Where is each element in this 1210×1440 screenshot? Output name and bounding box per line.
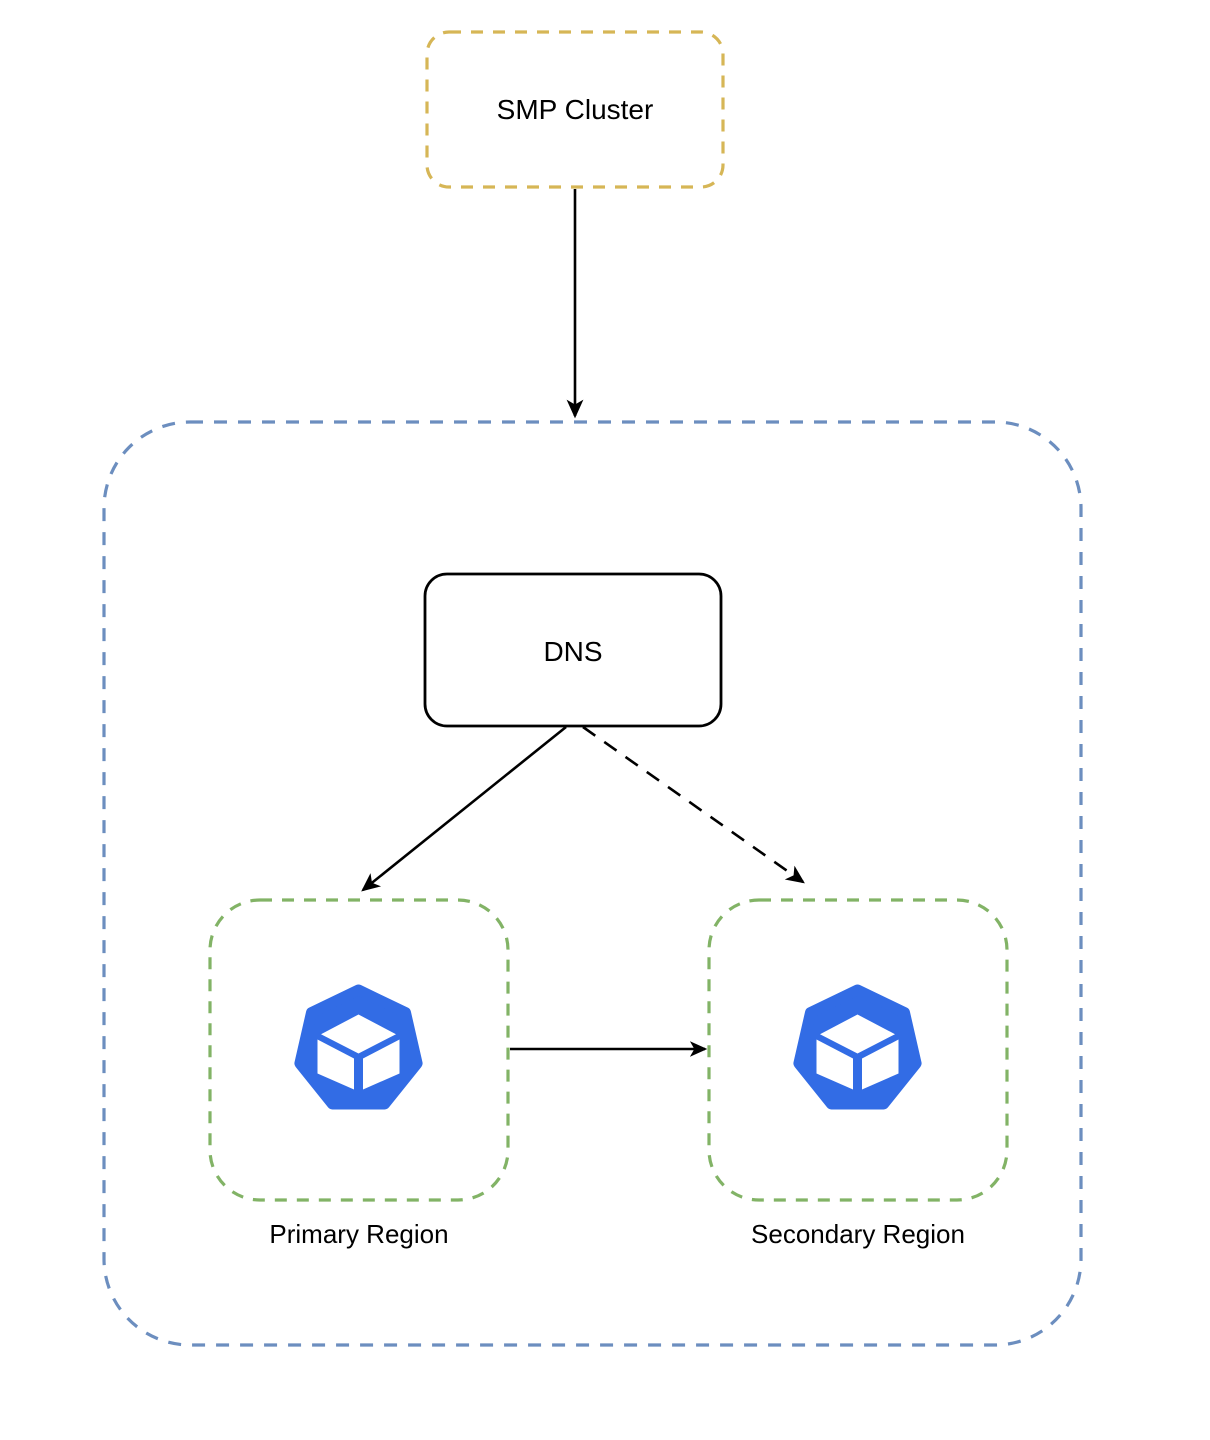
- outer-container-box: [102, 420, 1083, 1347]
- edge-dns-to-primary: [361, 725, 567, 892]
- dns-label: DNS: [543, 636, 603, 667]
- primary-region-label: Primary Region: [269, 1219, 449, 1249]
- smp-cluster-label: SMP Cluster: [496, 94, 654, 125]
- smp-cluster-box[interactable]: [425, 30, 725, 189]
- kubernetes-icon: [793, 984, 922, 1110]
- edge-dns-to-secondary: [582, 725, 805, 884]
- dns-box[interactable]: [423, 572, 723, 728]
- kubernetes-icon: [294, 984, 423, 1110]
- secondary-region-label: Secondary Region: [751, 1219, 965, 1249]
